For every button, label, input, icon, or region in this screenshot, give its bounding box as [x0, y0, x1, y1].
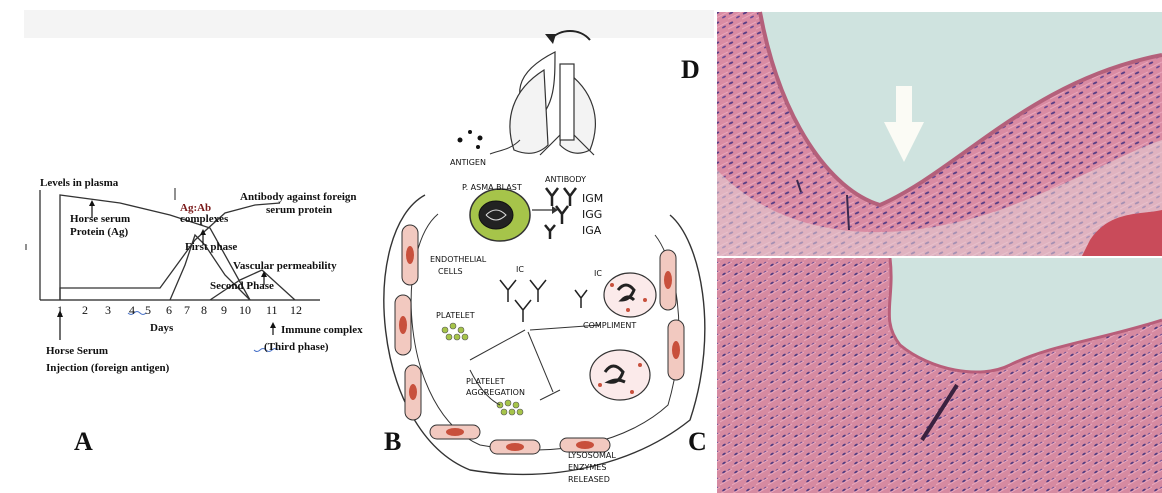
- white-arrow-head: [884, 122, 924, 162]
- second-phase-arrowhead: [261, 271, 267, 277]
- first-phase-arrowhead: [200, 229, 206, 235]
- x-tick-4: 4: [129, 303, 135, 317]
- x-tick-12: 12: [290, 303, 302, 317]
- second-phase-label: Second Phase: [210, 280, 274, 292]
- x-tick-11: 11: [266, 303, 278, 317]
- endothelial-label-line1: ENDOTHELIAL: [430, 255, 487, 264]
- antigen-particles: [457, 130, 483, 149]
- spellcheck-squiggle-2: [127, 311, 147, 315]
- compliment-label: COMPLIMENT: [583, 321, 636, 330]
- x-tick-3: 3: [105, 303, 111, 317]
- lumen-area: [889, 258, 1162, 373]
- injection-footer: Injection (foreign antigen): [46, 362, 170, 374]
- x-tick-6: 6: [166, 303, 172, 317]
- lysosomal-label-line2: ENZYMES: [568, 463, 606, 472]
- vessel-lumen: [760, 12, 1162, 205]
- nucleus-detail: [485, 209, 507, 221]
- x-tick-5: 5: [145, 303, 151, 317]
- vessel-wall: [383, 194, 706, 476]
- platelet-label: PLATELET: [436, 311, 475, 320]
- antigen-arrow: [489, 139, 521, 155]
- plasma-blast-nucleus: [478, 200, 514, 230]
- antibody-symbols: [544, 187, 577, 239]
- ic-right-label: IC: [594, 269, 602, 278]
- antibody-curve: [59, 202, 281, 300]
- panel-a-letter: A: [74, 427, 93, 456]
- inhale-arrowhead: [545, 34, 556, 44]
- immune-complex-symbols: [499, 279, 588, 322]
- lysosomal-label-line1: LYSOSOMAL: [568, 451, 616, 460]
- panel-a-chart: 1 2 3 4 5 6 7 8 9 10 11 12 Levels in pla…: [25, 177, 363, 456]
- left-lung-lobe: [509, 68, 549, 154]
- x-tick-1: 1: [57, 303, 63, 317]
- pathway-arrows: [469, 324, 601, 406]
- panel-b-diagram: ANTIGEN ANTIBODY P. ASMA BLAST IGM IGG I…: [383, 30, 707, 484]
- endothelial-nuclei: [399, 246, 680, 451]
- x-tick-10: 10: [239, 303, 251, 317]
- panel-d-micrograph: [717, 11, 1162, 256]
- igm-label: IGM: [582, 192, 603, 205]
- horse-serum-footer: Horse Serum: [46, 345, 108, 357]
- ag-ab-label: Ag:Ab: [180, 202, 211, 214]
- immune-complex-label: Immune complex: [281, 324, 363, 336]
- x-tick-9: 9: [221, 303, 227, 317]
- fibrinoid-streak: [920, 383, 959, 442]
- immune-complex-curve: [169, 233, 251, 301]
- trachea: [559, 63, 575, 141]
- spellcheck-squiggle: [253, 348, 279, 352]
- adventitia-pale: [717, 140, 1162, 256]
- bronchi: [539, 134, 595, 156]
- first-phase-label: First phase: [185, 241, 237, 253]
- top-band: [24, 10, 714, 38]
- antibody-label-line1: Antibody against foreign: [240, 191, 357, 203]
- vascular-permeability-label: Vascular permeability: [233, 260, 337, 272]
- intima-edge: [758, 11, 1162, 208]
- endothelial-label-line2: CELLS: [438, 267, 463, 276]
- elastic-lamina-breaks: [796, 179, 850, 231]
- x-tick-7: 7: [184, 303, 190, 317]
- antigen-label: ANTIGEN: [450, 158, 486, 167]
- white-arrow-shaft: [896, 86, 912, 124]
- horse-serum-label: Horse serum: [70, 213, 130, 225]
- platelet-aggregation-label-line1: PLATELET: [466, 377, 505, 386]
- lumen-border: [887, 257, 1162, 374]
- platelets: [441, 322, 524, 416]
- protein-ag-label: Protein (Ag): [70, 226, 128, 238]
- x-tick-8: 8: [201, 303, 207, 317]
- panel-c-micrograph: [717, 257, 1162, 493]
- x-axis-label: Days: [150, 322, 174, 334]
- vessel-inner-wall: [410, 213, 680, 451]
- neutrophil-bottom: [589, 349, 651, 401]
- third-phase-label: (Third phase): [264, 341, 329, 353]
- muscle-patch: [1082, 210, 1162, 256]
- antibody-label: ANTIBODY: [545, 175, 586, 184]
- y-axis-label: Levels in plasma: [40, 177, 119, 189]
- horse-serum-arrowhead: [89, 200, 95, 206]
- secretion-arrowhead: [552, 206, 558, 214]
- iga-label: IGA: [582, 224, 602, 237]
- immune-complex-arrowhead: [270, 322, 276, 328]
- vascular-permeability-curve: [209, 269, 296, 301]
- horse-serum-curve: [59, 194, 251, 301]
- platelet-aggregation-label-line2: AGGREGATION: [466, 388, 525, 397]
- complexes-label: complexes: [180, 213, 229, 225]
- panel-c-letter: C: [688, 427, 707, 456]
- lysosomal-label-line3: RELEASED: [568, 475, 610, 484]
- neutrophil-top-nucleus: [616, 283, 636, 302]
- plasma-blast-label: P. ASMA BLAST: [462, 183, 522, 192]
- x-tick-2: 2: [82, 303, 88, 317]
- granules: [598, 283, 647, 394]
- antibody-label-line2: serum protein: [266, 204, 332, 216]
- panel-d-letter: D: [681, 55, 700, 84]
- injection-arrowhead: [57, 310, 63, 317]
- panel-b-letter: B: [384, 427, 401, 456]
- neutrophil-bottom-nucleus: [603, 364, 626, 384]
- igg-label: IGG: [582, 208, 602, 221]
- ic-center-label: IC: [516, 265, 524, 274]
